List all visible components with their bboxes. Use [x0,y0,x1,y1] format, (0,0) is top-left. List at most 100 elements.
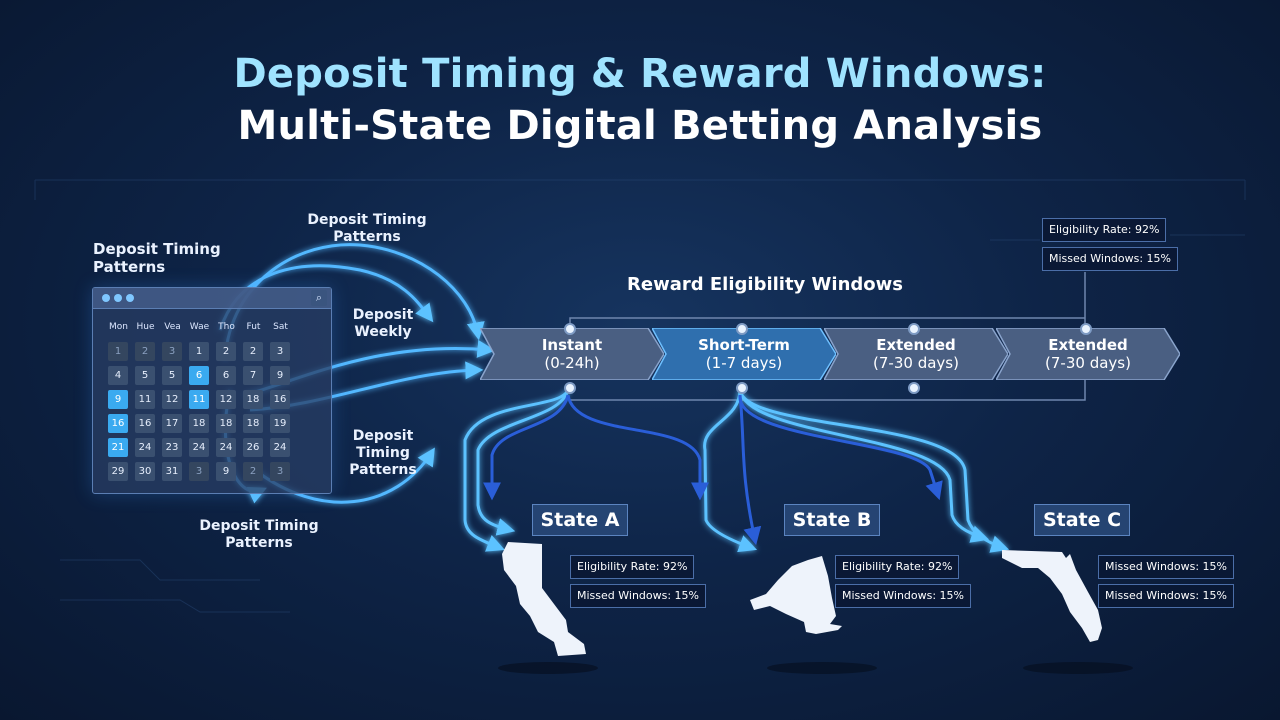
state-a-map [502,542,586,656]
window-range: (1-7 days) [705,354,783,372]
calendar-day-header: Sat [273,322,288,332]
calendar-day-header: Vea [164,322,181,332]
calendar-day-cell[interactable]: 29 [108,462,128,481]
window-dot-icon [126,294,134,302]
window-extended-1-text: Extended (7-30 days) [824,336,1008,372]
calendar-day-cell[interactable]: 12 [162,390,182,409]
calendar-day-cell[interactable]: 5 [162,366,182,385]
calendar-day-cell[interactable]: 17 [162,414,182,433]
calendar-day-cell[interactable]: 9 [216,462,236,481]
window-name: Instant [541,336,603,354]
title-line-1: Deposit Timing & Reward Windows: [233,51,1047,97]
calendar-day-cell[interactable]: 30 [135,462,155,481]
calendar-day-header: Hue [136,322,155,332]
calendar-day-cell[interactable]: 18 [243,390,263,409]
page-title: Deposit Timing & Reward Windows: Multi-S… [0,48,1280,152]
calendar-day-header: Fut [246,322,261,332]
calendar-day-cell[interactable]: 7 [243,366,263,385]
calendar-day-cell[interactable]: 6 [216,366,236,385]
calendar-day-cell[interactable]: 26 [243,438,263,457]
calendar-day-cell[interactable]: 2 [135,342,155,361]
state-b-map [750,556,842,634]
connector-node [564,323,576,335]
top-stat-eligibility: Eligibility Rate: 92% [1042,218,1167,242]
calendar-day-cell[interactable]: 9 [108,390,128,409]
calendar-day-cell[interactable]: 21 [108,438,128,457]
chevron-shape [480,328,664,380]
calendar-day-cell[interactable]: 9 [270,366,290,385]
calendar-day-cell[interactable]: 2 [243,462,263,481]
calendar-day-cell[interactable]: 19 [270,414,290,433]
calendar-day-cell[interactable]: 11 [189,390,209,409]
calendar-day-cell[interactable]: 31 [162,462,182,481]
state-c-stat-1: Missed Windows: 15% [1098,555,1235,579]
calendar-day-cell[interactable]: 16 [135,414,155,433]
calendar-day-cell[interactable]: 3 [189,462,209,481]
eligibility-title: Reward Eligibility Windows [627,274,903,295]
calendar-day-cell[interactable]: 16 [270,390,290,409]
calendar-day-cell[interactable]: 24 [270,438,290,457]
window-dot-icon [114,294,122,302]
state-a-label: State A [532,504,628,536]
flow-label-middle: Deposit Timing Patterns [349,428,417,478]
calendar-day-cell[interactable]: 3 [270,462,290,481]
window-range: (7-30 days) [1045,354,1131,372]
connector-node [564,382,576,394]
calendar-day-cell[interactable]: 1 [108,342,128,361]
calendar-day-cell[interactable]: 24 [216,438,236,457]
state-c-map [1002,550,1102,642]
connector-node [736,323,748,335]
state-flow-arrows [463,389,1010,553]
window-instant-text: Instant (0-24h) [480,336,664,372]
calendar-day-header: Mon [109,322,128,332]
calendar-day-cell[interactable]: 2 [243,342,263,361]
state-b-stat-2: Missed Windows: 15% [835,584,972,608]
state-a-stat-1: Eligibility Rate: 92% [570,555,695,579]
state-b-label: State B [784,504,880,536]
calendar-day-cell[interactable]: 18 [189,414,209,433]
title-line-2: Multi-State Digital Betting Analysis [237,103,1043,149]
calendar-day-cell[interactable]: 18 [243,414,263,433]
calendar-titlebar: ⌕ [93,288,331,309]
calendar-day-cell[interactable]: 23 [162,438,182,457]
window-extended-1: Extended (7-30 days) [824,328,1008,380]
calendar-day-header: Wae [189,322,210,332]
window-name: Extended [876,336,956,354]
calendar-day-cell[interactable]: 3 [270,342,290,361]
calendar-day-cell[interactable]: 16 [108,414,128,433]
calendar-day-cell[interactable]: 18 [216,414,236,433]
state-flow-arrows-dark [483,394,943,546]
calendar-day-cell[interactable]: 4 [108,366,128,385]
calendar-day-cell[interactable]: 5 [135,366,155,385]
window-range: (0-24h) [544,354,600,372]
top-stat-missed: Missed Windows: 15% [1042,247,1179,271]
connector-node [736,382,748,394]
calendar-day-cell[interactable]: 11 [135,390,155,409]
calendar-day-cell[interactable]: 24 [135,438,155,457]
calendar-heading-text: Deposit Timing Patterns [93,240,221,276]
window-short-term-text: Short-Term (1-7 days) [652,336,836,372]
background-grid [34,179,1246,613]
state-c-label: State C [1034,504,1130,536]
chevron-shape [824,328,1008,380]
search-icon[interactable]: ⌕ [311,290,327,306]
window-name: Extended [1048,336,1128,354]
calendar-day-cell[interactable]: 6 [189,366,209,385]
calendar-day-header: Tho [218,322,235,332]
connector-node [908,382,920,394]
calendar-day-cell[interactable]: 1 [189,342,209,361]
calendar-day-cell[interactable]: 3 [162,342,182,361]
chevron-shape [652,328,836,380]
state-c-stat-2: Missed Windows: 15% [1098,584,1235,608]
calendar-day-cell[interactable]: 2 [216,342,236,361]
calendar-day-cell[interactable]: 12 [216,390,236,409]
calendar-day-cell[interactable]: 24 [189,438,209,457]
flow-label-top: Deposit Timing Patterns [307,212,427,245]
window-range: (7-30 days) [873,354,959,372]
map-shadows [498,662,1133,674]
flow-label-weekly: Deposit Weekly [352,307,414,340]
window-dot-icon [102,294,110,302]
